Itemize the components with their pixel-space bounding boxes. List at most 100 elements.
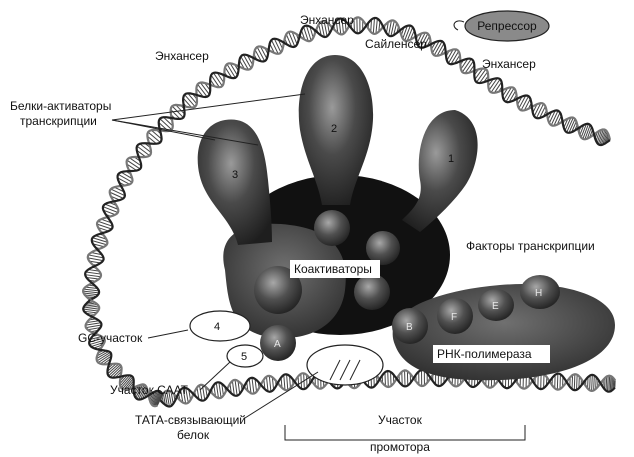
dna-base-pair [107,363,119,375]
dna-base-pair [139,143,152,153]
dna-base-pair [273,38,282,53]
dna-base-pair [406,27,414,42]
dna-base-pair [88,254,104,259]
dna-base-pair [92,243,105,248]
factor-letter-a: A [274,339,281,350]
dna-base-pair [150,129,162,140]
dna-base-pair [579,124,585,136]
activator-number-1: 1 [448,153,454,165]
dna-base-pair [608,375,611,392]
dna-base-pair [564,117,572,131]
dna-base-pair [420,33,429,48]
coactivator-ball [314,210,350,246]
dna-base-pair [221,383,224,396]
dna-base-pair [390,371,392,386]
dna-base-pair [213,72,223,87]
coactivators-label: Коактиваторы [294,262,372,276]
repressor-label: Репрессор [477,19,537,33]
enhancer-right-label: Энхансер [482,57,536,71]
dna-base-pair [595,130,601,142]
dna-base-pair [182,387,187,404]
dna-base-pair [384,372,386,386]
dna-base-pair [108,364,121,377]
dna-base-pair [309,26,314,38]
dna-base-pair [114,186,125,193]
dna-base-pair [84,294,97,297]
transcription-factor-b: B [392,308,428,344]
dna-base-pair [83,305,99,309]
dna-base-pair [100,218,112,224]
dna-helix-lower [159,369,617,408]
dna-base-pair [152,390,160,406]
dna-base-pair [86,277,99,280]
dna-base-pair [151,390,159,406]
rna-polymerase-label-box: РНК-полимераза [433,345,550,363]
dna-base-pair [320,21,325,38]
dna-base-pair [587,377,589,389]
dna-base-pair [210,74,220,88]
dna-base-pair [126,163,137,171]
dna-base-pair [154,391,162,407]
dna-base-pair [566,117,574,133]
dna-base-pair [600,130,607,146]
dna-base-pair [97,227,109,232]
dna-base-pair [162,393,166,406]
dna-double-helix [81,16,617,408]
dna-base-pair [254,378,258,392]
dna-base-pair [605,376,608,391]
dna-base-pair [431,40,440,54]
dna-base-pair [476,68,487,83]
dna-base-pair [536,103,544,119]
dna-base-pair [503,87,512,101]
silencer-label: Сайленсер [365,37,427,51]
transcription-factor-a: A [260,325,296,361]
dna-base-pair [96,352,111,362]
dna-base-pair [213,384,217,397]
transcription-factor-e: E [478,289,514,321]
dna-base-pair [97,353,112,364]
dna-base-pair [423,35,430,48]
dna-base-pair [150,390,157,405]
dna-base-pair [612,377,614,390]
dna-base-pair [100,355,112,365]
dna-base-pair [231,380,235,396]
activator-number-2: 2 [331,123,337,135]
dna-base-pair [323,21,328,37]
factor-letter-h: H [535,288,542,299]
dna-base-pair [303,26,309,42]
site-leader-lines [147,329,319,419]
dna-base-pair [159,118,172,130]
dna-base-pair [479,71,489,84]
dna-base-pair [372,17,376,34]
dna-base-pair [283,374,286,390]
dna-base-pair [125,380,135,390]
dna-base-pair [584,124,591,140]
dna-base-pair [300,373,303,389]
dna-base-pair [83,292,99,296]
dna-base-pair [184,94,196,108]
factor-letter-f: F [451,312,457,323]
dna-base-pair [89,339,105,346]
activators-label-line2: транскрипции [20,114,97,128]
dna-base-pair [576,374,578,390]
dna-base-pair [229,63,238,76]
dna-base-pair [147,131,161,143]
dna-base-pair [85,274,101,278]
dna-base-pair [226,63,236,79]
dna-base-pair [216,72,225,83]
dna-base-pair [103,209,116,216]
dna-base-pair [166,390,170,407]
dna-base-pair [260,46,268,59]
dna-base-pair [87,327,101,331]
dna-base-pair [251,377,255,394]
dna-base-pair [155,392,162,407]
dna-strand-a [82,299,164,401]
transcription-factor-f: F [437,298,473,334]
dna-base-pair [464,60,474,74]
dna-base-pair [599,129,606,146]
dna-strand-a [159,369,616,408]
dna-base-pair [335,20,339,33]
enhancer-top-label: Энхансер [300,13,354,27]
dna-base-pair [85,322,102,326]
